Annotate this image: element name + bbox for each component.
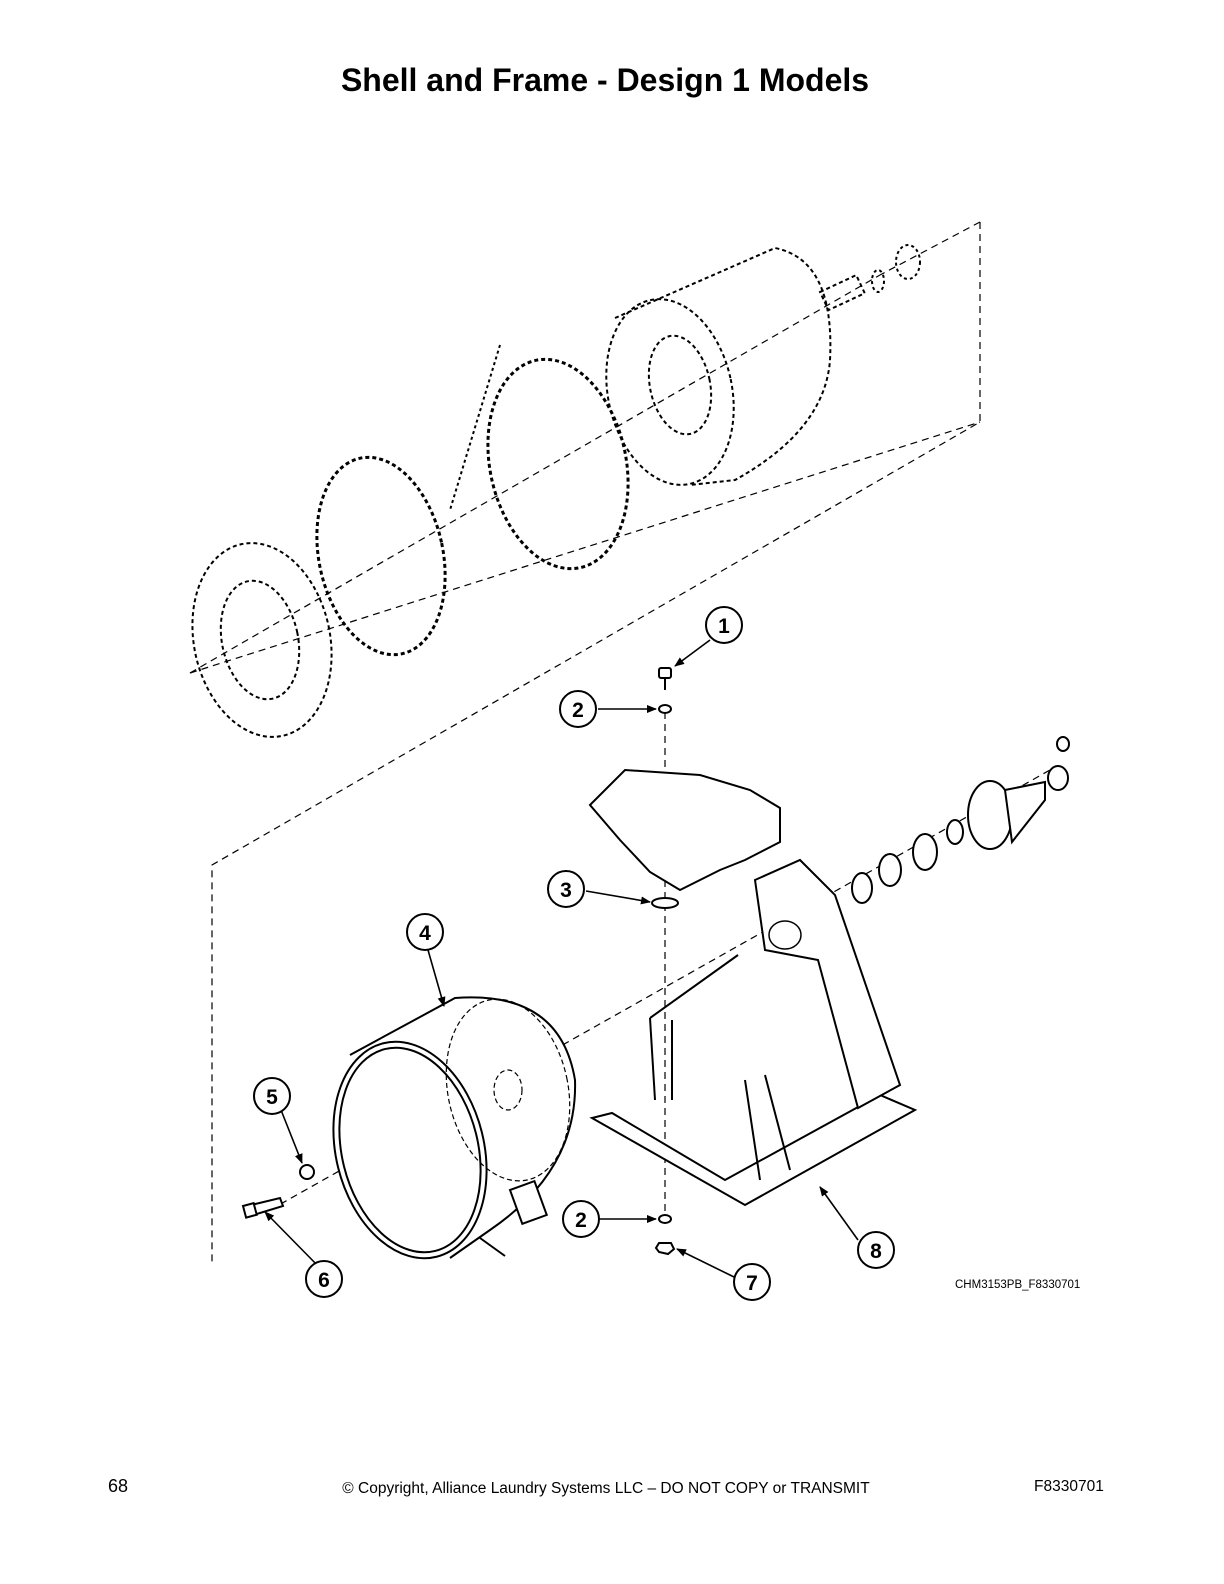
callout-5-label: 5 xyxy=(266,1086,278,1109)
callout-2-top: 2 xyxy=(559,690,597,728)
phantom-cylinder xyxy=(605,246,867,486)
phantom-rings xyxy=(315,357,630,657)
leader-arrows xyxy=(264,639,859,1278)
copyright-notice: © Copyright, Alliance Laundry Systems LL… xyxy=(342,1480,870,1497)
callout-2-bottom-label: 2 xyxy=(575,1209,587,1232)
page-title: Shell and Frame - Design 1 Models xyxy=(340,62,870,98)
phantom-rod xyxy=(449,344,501,511)
callout-7-label: 7 xyxy=(746,1272,758,1295)
callout-4-label: 4 xyxy=(419,922,431,945)
bearing-stack xyxy=(851,736,1070,904)
page-number: 68 xyxy=(108,1476,129,1496)
figure-id: CHM3153PB_F8330701 xyxy=(955,1279,1081,1291)
callout-4: 4 xyxy=(406,913,444,951)
callout-1-label: 1 xyxy=(718,615,730,638)
callout-3-label: 3 xyxy=(560,879,572,902)
callout-1: 1 xyxy=(705,606,743,644)
bearing-housing xyxy=(588,768,781,892)
callout-8: 8 xyxy=(857,1231,895,1269)
callout-6-label: 6 xyxy=(318,1269,330,1292)
shell-spokes xyxy=(445,998,571,1182)
callout-3: 3 xyxy=(547,870,585,908)
callout-2-bottom: 2 xyxy=(562,1200,600,1238)
callout-8-label: 8 xyxy=(870,1240,882,1263)
callout-5: 5 xyxy=(253,1077,291,1115)
phantom-front-plate xyxy=(191,542,333,738)
callout-2-top-label: 2 xyxy=(572,699,584,722)
callout-6: 6 xyxy=(305,1260,343,1298)
frame-part xyxy=(589,858,918,1207)
phantom-outline xyxy=(189,221,981,1265)
phantom-bearing-parts xyxy=(871,244,921,293)
callout-7: 7 xyxy=(733,1263,771,1301)
frame-hole xyxy=(768,920,802,950)
hardware xyxy=(241,667,679,1256)
document-number: F8330701 xyxy=(1034,1478,1104,1495)
shell-part xyxy=(332,996,577,1260)
